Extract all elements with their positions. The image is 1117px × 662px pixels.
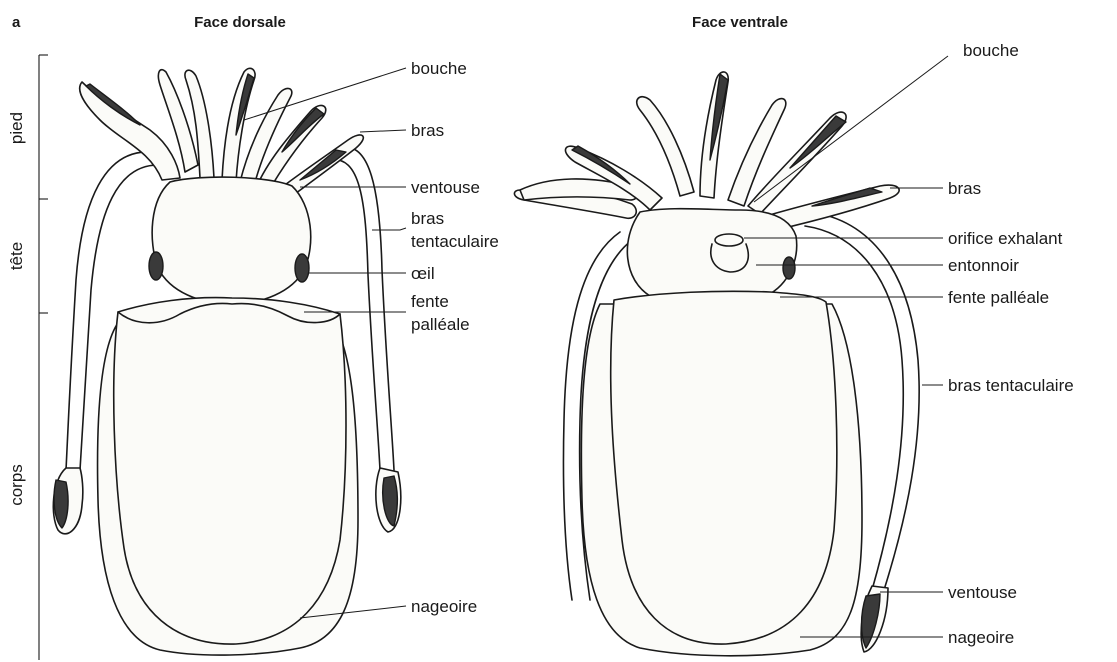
dorsal-label-bras: bras: [411, 121, 444, 140]
ventral-label-ventouse: ventouse: [948, 583, 1017, 602]
dorsal-head: [152, 177, 311, 304]
ventral-label-bouche: bouche: [963, 41, 1019, 60]
dorsal-label-ventouse: ventouse: [411, 178, 480, 197]
dorsal-eye-left: [149, 252, 163, 280]
header-dorsal: Face dorsale: [194, 14, 286, 31]
ventral-label-bras-tentaculaire: bras tentaculaire: [948, 376, 1074, 395]
region-pied: pied: [7, 112, 26, 144]
panel-letter: a: [12, 14, 21, 31]
ventral-label-nageoire: nageoire: [948, 628, 1014, 647]
dorsal-mantle: [114, 298, 346, 644]
region-corps: corps: [7, 464, 26, 506]
ventral-label-entonnoir: entonnoir: [948, 256, 1019, 275]
ventral-head: [627, 209, 796, 303]
dorsal-eye-right: [295, 254, 309, 282]
dorsal-label-nageoire: nageoire: [411, 597, 477, 616]
dorsal-label-bouche: bouche: [411, 59, 467, 78]
ventral-label-bras: bras: [948, 179, 981, 198]
ventral-mantle: [611, 291, 837, 644]
dorsal-label-oeil: œil: [411, 264, 435, 283]
dorsal-label-fente-2: palléale: [411, 315, 470, 334]
dorsal-label-fente-1: fente: [411, 292, 449, 311]
ventral-funnel-orifice: [715, 234, 743, 246]
header-ventral: Face ventrale: [692, 14, 788, 31]
region-axis: [39, 55, 48, 660]
dorsal-label-bras-tentaculaire-2: tentaculaire: [411, 232, 499, 251]
ventral-eye: [783, 257, 795, 279]
ventral-label-fente-palleale: fente palléale: [948, 288, 1049, 307]
ventral-arm-3: [637, 97, 694, 196]
dorsal-cuttlefish: [53, 68, 400, 655]
dorsal-label-bras-tentaculaire-1: bras: [411, 209, 444, 228]
region-tete: tête: [7, 242, 26, 270]
ventral-cuttlefish: [514, 72, 919, 656]
ventral-label-orifice-exhalant: orifice exhalant: [948, 229, 1063, 248]
